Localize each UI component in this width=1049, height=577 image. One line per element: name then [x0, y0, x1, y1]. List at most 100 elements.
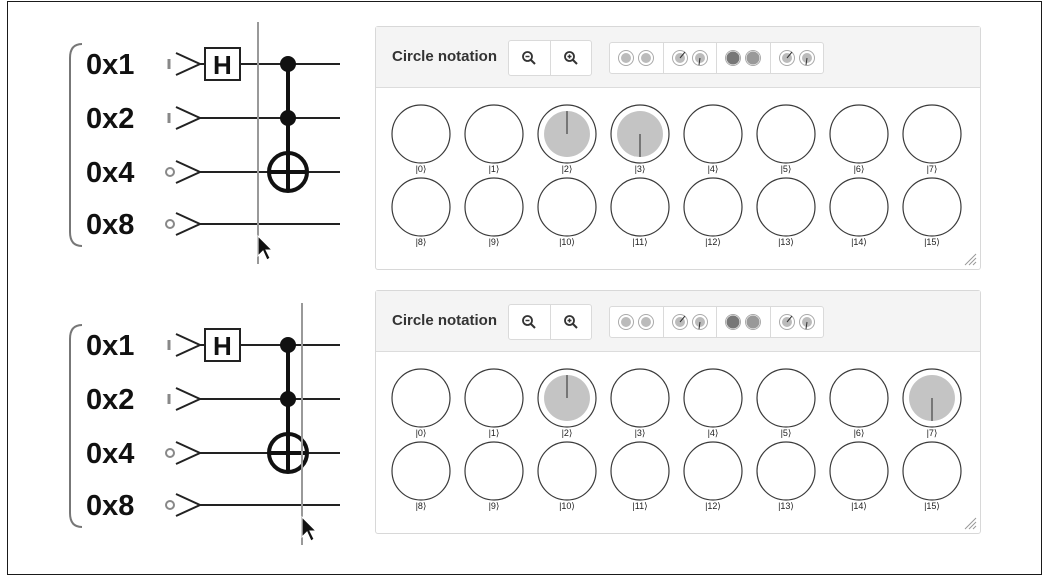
- resize-grip-icon[interactable]: [963, 252, 977, 266]
- state-circle[interactable]: |7⟩: [902, 104, 962, 174]
- state-circle[interactable]: |5⟩: [756, 368, 816, 438]
- state-label: |3⟩: [635, 428, 646, 438]
- state-circle[interactable]: |1⟩: [464, 104, 524, 174]
- state-label: |6⟩: [854, 164, 865, 174]
- mode-preview-icon: [638, 50, 655, 66]
- state-circle[interactable]: |6⟩: [829, 368, 889, 438]
- hadamard-gate[interactable]: [204, 47, 241, 81]
- control-dot[interactable]: [280, 56, 296, 72]
- combined-mode-button[interactable]: [769, 307, 824, 337]
- mode-preview-icon: [725, 50, 742, 66]
- state-circle[interactable]: |2⟩: [537, 368, 597, 438]
- input-arrow-icon: [175, 441, 203, 465]
- input-circle-marker: [165, 167, 175, 177]
- qubit-label: 0x1: [86, 330, 134, 362]
- state-label: |2⟩: [562, 164, 573, 174]
- mode-preview-icon: [798, 314, 815, 330]
- state-label: |15⟩: [924, 501, 940, 511]
- state-label: |1⟩: [489, 428, 500, 438]
- magnitude-mode-button[interactable]: [716, 43, 770, 73]
- zoom-out-icon: [522, 315, 536, 329]
- state-circle[interactable]: |14⟩: [829, 177, 889, 247]
- state-circle[interactable]: |11⟩: [610, 441, 670, 511]
- state-circle[interactable]: |15⟩: [902, 441, 962, 511]
- magnitude-mode-button[interactable]: [716, 307, 770, 337]
- zoom-in-icon: [563, 51, 578, 65]
- state-circle[interactable]: |14⟩: [829, 441, 889, 511]
- control-dot[interactable]: [280, 337, 296, 353]
- state-circle[interactable]: |13⟩: [756, 177, 816, 247]
- control-dot[interactable]: [280, 110, 296, 126]
- control-dot[interactable]: [280, 391, 296, 407]
- state-circle[interactable]: |8⟩: [391, 441, 451, 511]
- state-circle[interactable]: |3⟩: [610, 368, 670, 438]
- state-circle[interactable]: |10⟩: [537, 177, 597, 247]
- state-label: |7⟩: [927, 428, 938, 438]
- state-circle[interactable]: |12⟩: [683, 177, 743, 247]
- state-outline: [391, 441, 451, 501]
- mouse-cursor-icon: [257, 234, 274, 261]
- mode-preview-icon: [798, 50, 815, 66]
- state-circle[interactable]: |5⟩: [756, 104, 816, 174]
- state-circle[interactable]: |7⟩: [902, 368, 962, 438]
- resize-grip-icon[interactable]: [963, 516, 977, 530]
- state-circle[interactable]: |8⟩: [391, 177, 451, 247]
- state-circle[interactable]: |3⟩: [610, 104, 670, 174]
- state-circle[interactable]: |10⟩: [537, 441, 597, 511]
- state-circle[interactable]: |4⟩: [683, 368, 743, 438]
- state-label: |11⟩: [632, 237, 647, 247]
- figure-frame: [7, 1, 1042, 575]
- zoom-out-button[interactable]: [509, 41, 550, 75]
- phase-only-mode-button[interactable]: [610, 307, 663, 337]
- state-circle[interactable]: |2⟩: [537, 104, 597, 174]
- state-label: |4⟩: [708, 164, 719, 174]
- state-circle[interactable]: |1⟩: [464, 368, 524, 438]
- input-arrow-icon: [175, 493, 203, 517]
- phase-arrow-mode-button[interactable]: [662, 43, 717, 73]
- state-circle[interactable]: |0⟩: [391, 368, 451, 438]
- state-label: |0⟩: [416, 164, 427, 174]
- state-outline: [391, 177, 451, 237]
- hadamard-gate[interactable]: [204, 328, 241, 362]
- state-circle[interactable]: |9⟩: [464, 177, 524, 247]
- state-circle[interactable]: |11⟩: [610, 177, 670, 247]
- state-circle[interactable]: |12⟩: [683, 441, 743, 511]
- input-arrow-icon: [175, 387, 203, 411]
- qubit-label: 0x8: [86, 490, 134, 522]
- state-outline: [829, 177, 889, 237]
- input-circle-marker: [165, 219, 175, 229]
- circle-notation-panel[interactable]: Circle notation |0⟩|1⟩|2⟩|3⟩|4⟩|5⟩|6⟩|7⟩…: [375, 26, 981, 270]
- mode-preview-icon: [745, 314, 762, 330]
- mode-preview-icon: [725, 314, 742, 330]
- qubit-label: 0x2: [86, 384, 134, 416]
- circle-notation-panel[interactable]: Circle notation |0⟩|1⟩|2⟩|3⟩|4⟩|5⟩|6⟩|7⟩…: [375, 290, 981, 534]
- state-label: |13⟩: [778, 501, 794, 511]
- zoom-in-button[interactable]: [549, 305, 592, 339]
- state-label: |14⟩: [851, 237, 867, 247]
- state-outline: [683, 177, 743, 237]
- zoom-out-button[interactable]: [509, 305, 550, 339]
- state-circle[interactable]: |6⟩: [829, 104, 889, 174]
- state-circle[interactable]: |15⟩: [902, 177, 962, 247]
- state-label: |5⟩: [781, 164, 792, 174]
- state-outline: [756, 441, 816, 501]
- state-circle[interactable]: |0⟩: [391, 104, 451, 174]
- mode-preview-icon: [691, 50, 708, 66]
- mode-preview-icon: [745, 50, 762, 66]
- state-outline: [829, 368, 889, 428]
- zoom-controls: [508, 40, 592, 76]
- hadamard-gate-label: H: [213, 331, 232, 361]
- combined-mode-button[interactable]: [769, 43, 824, 73]
- phase-arrow-mode-button[interactable]: [662, 307, 717, 337]
- phase-only-mode-button[interactable]: [610, 43, 663, 73]
- display-mode-toggle: [609, 42, 824, 74]
- state-circle[interactable]: |13⟩: [756, 441, 816, 511]
- state-outline: [537, 177, 597, 237]
- state-circle[interactable]: |9⟩: [464, 441, 524, 511]
- zoom-in-button[interactable]: [549, 41, 592, 75]
- state-circle[interactable]: |4⟩: [683, 104, 743, 174]
